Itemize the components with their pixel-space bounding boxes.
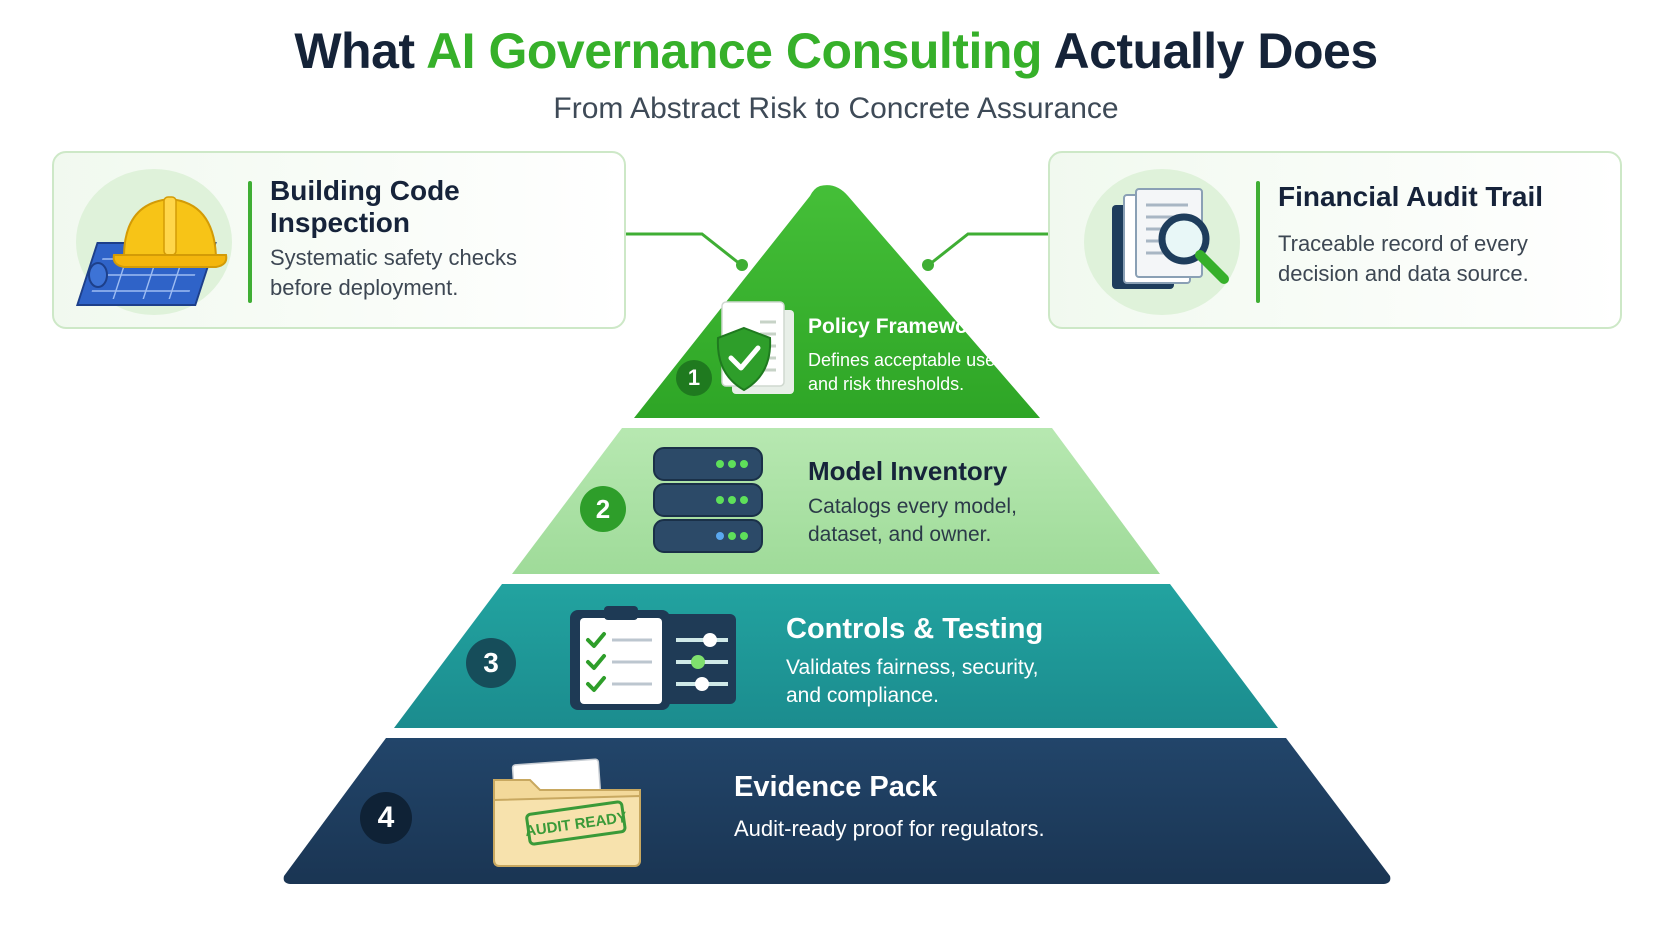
- title-part2: Actually Does: [1041, 23, 1378, 79]
- layer-2-badge: 2: [580, 486, 626, 532]
- title-accent: AI Governance Consulting: [426, 23, 1042, 79]
- card-title: Building Code Inspection: [270, 175, 460, 239]
- layer-2-desc-line2: dataset, and owner.: [808, 523, 992, 546]
- layer-3-desc-line1: Validates fairness, security,: [786, 656, 1039, 679]
- card-divider: [248, 181, 252, 303]
- checklist-sliders-icon: [570, 606, 736, 710]
- card-description: Systematic safety checks before deployme…: [270, 243, 517, 303]
- analogy-card-building-code: Building Code Inspection Systematic safe…: [52, 151, 626, 329]
- layer-2-text: Model Inventory Catalogs every model, da…: [808, 455, 1017, 549]
- connector-right: [929, 232, 1048, 266]
- shield-document-icon: [716, 301, 794, 394]
- layer-1-desc-line2: and risk thresholds.: [808, 374, 965, 394]
- layer-4-title: Evidence Pack: [734, 771, 938, 803]
- card-divider: [1256, 181, 1260, 303]
- layer-3-desc: Validates fairness, security, and compli…: [786, 654, 1043, 710]
- page-title: What AI Governance Consulting Actually D…: [0, 22, 1672, 80]
- layer-2-desc: Catalogs every model, dataset, and owner…: [808, 493, 1017, 549]
- page-subtitle: From Abstract Risk to Concrete Assurance: [553, 92, 1119, 125]
- card-desc-line2: decision and data source.: [1278, 261, 1529, 286]
- layer-4-desc: Audit-ready proof for regulators.: [734, 816, 1045, 841]
- server-stack-icon: [653, 447, 763, 553]
- document-magnifier-icon: [1084, 169, 1240, 315]
- title-part1: What: [294, 23, 427, 79]
- card-title-line2: Inspection: [270, 207, 411, 238]
- connector-right-dot: [922, 259, 934, 271]
- card-desc-line1: Systematic safety checks: [270, 245, 517, 270]
- connector-left-dot: [736, 259, 748, 271]
- layer-4-badge: 4: [360, 792, 412, 844]
- layer-1-title: Policy Framewok: [808, 315, 980, 338]
- hardhat-blueprint-icon: [75, 169, 232, 315]
- analogy-card-financial-audit: Financial Audit Trail Traceable record o…: [1048, 151, 1622, 329]
- card-description: Traceable record of every decision and d…: [1278, 229, 1529, 289]
- layer-1-desc-line1: Defines acceptable use: [808, 350, 996, 370]
- folder-stamp-icon: AUDIT READY: [493, 758, 641, 867]
- card-desc-line1: Traceable record of every: [1278, 231, 1528, 256]
- layer-1-desc: Defines acceptable use and risk threshol…: [808, 348, 995, 396]
- layer-3-badge: 3: [466, 638, 516, 688]
- layer-2-title: Model Inventory: [808, 456, 1008, 486]
- layer-1-badge: 1: [676, 360, 712, 396]
- layer-4-text: Evidence Pack Audit-ready proof for regu…: [734, 770, 1045, 844]
- connector-left: [626, 232, 741, 266]
- layer-3-text: Controls & Testing Validates fairness, s…: [786, 612, 1043, 710]
- card-desc-line2: before deployment.: [270, 275, 459, 300]
- card-title: Financial Audit Trail: [1278, 181, 1544, 212]
- card-title-line1: Building Code: [270, 175, 460, 206]
- layer-3-title: Controls & Testing: [786, 613, 1044, 645]
- layer-3-desc-line2: and compliance.: [786, 684, 939, 707]
- layer-2-desc-line1: Catalogs every model,: [808, 495, 1017, 518]
- layer-1-text: Policy Framewok Defines acceptable use a…: [808, 314, 995, 396]
